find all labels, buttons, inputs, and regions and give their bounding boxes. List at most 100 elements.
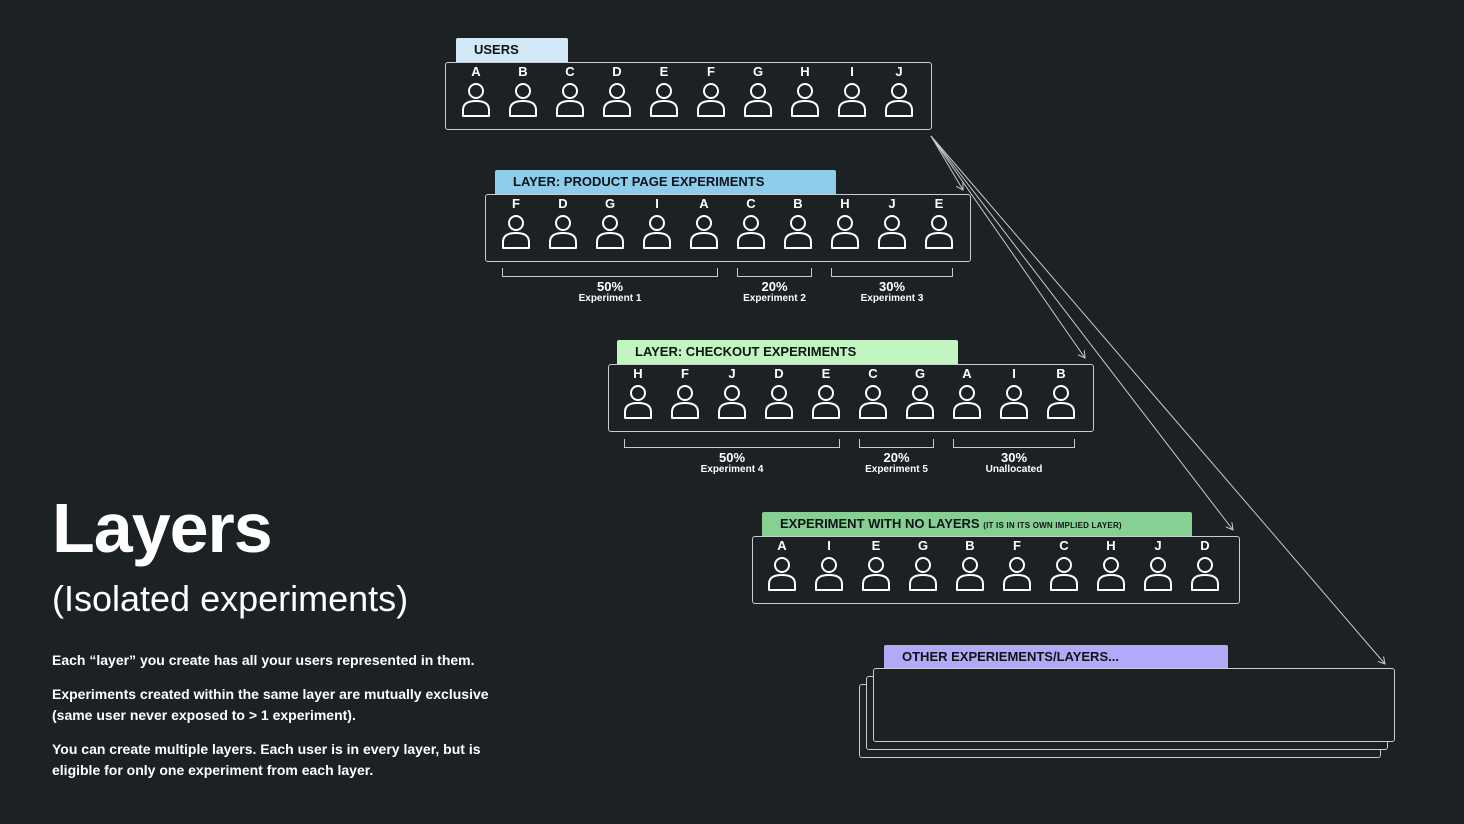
description-paragraph-2: Experiments created within the same laye… <box>52 686 489 723</box>
user-users-h: H <box>785 64 825 118</box>
group-bracket-product-1 <box>502 268 718 277</box>
user-letter: A <box>699 196 709 211</box>
person-icon <box>768 557 796 591</box>
person-icon <box>812 385 840 419</box>
user-product-b: B <box>778 196 818 250</box>
group-percent: 30% <box>878 279 906 294</box>
user-users-b: B <box>503 64 543 118</box>
checkout-layer-tab: LAYER: CHECKOUT EXPERIMENTS <box>617 340 958 364</box>
user-users-i: I <box>832 64 872 118</box>
user-letter: H <box>633 366 643 381</box>
no-layer-tab-note: (IT IS IN ITS OWN IMPLIED LAYER) <box>983 521 1122 530</box>
user-letter: B <box>965 538 975 553</box>
user-letter: E <box>821 366 831 381</box>
user-letter: J <box>888 196 896 211</box>
user-letter: E <box>659 64 669 79</box>
user-letter: D <box>558 196 568 211</box>
page-title: Layers <box>52 489 273 567</box>
description-paragraph-3: You can create multiple layers. Each use… <box>52 741 481 778</box>
person-icon <box>596 215 624 249</box>
user-users-j: J <box>879 64 919 118</box>
person-icon <box>744 83 772 117</box>
person-icon <box>1047 385 1075 419</box>
user-letter: I <box>655 196 659 211</box>
person-icon <box>791 83 819 117</box>
group-label-checkout-2: 20%Experiment 5 <box>839 451 954 475</box>
person-icon <box>1003 557 1031 591</box>
product-layer-row <box>485 194 971 262</box>
user-letter: J <box>895 64 903 79</box>
person-icon <box>603 83 631 117</box>
arrow-to-no-layer <box>930 135 1233 530</box>
user-letter: C <box>1059 538 1069 553</box>
user-checkout-f: F <box>665 366 705 420</box>
group-bracket-product-2 <box>737 268 812 277</box>
group-name: Experiment 2 <box>743 292 806 304</box>
user-product-j: J <box>872 196 912 250</box>
person-icon <box>925 215 953 249</box>
users-row <box>445 62 932 130</box>
user-letter: H <box>1106 538 1116 553</box>
user-letter: A <box>962 366 972 381</box>
arrow-to-other-layers <box>930 135 1385 664</box>
group-label-product-1: 50%Experiment 1 <box>482 280 738 304</box>
user-letter: D <box>1200 538 1210 553</box>
person-icon <box>909 557 937 591</box>
user-letter: A <box>777 538 787 553</box>
person-icon <box>697 83 725 117</box>
user-letter: I <box>850 64 854 79</box>
person-icon <box>502 215 530 249</box>
product-layer-tab: LAYER: PRODUCT PAGE EXPERIMENTS <box>495 170 836 194</box>
person-icon <box>549 215 577 249</box>
other-layers-tab: OTHER EXPERIEMENTS/LAYERS... <box>884 645 1228 669</box>
group-name: Experiment 3 <box>860 292 924 304</box>
user-letter: G <box>604 196 616 211</box>
person-icon <box>1191 557 1219 591</box>
person-icon <box>859 385 887 419</box>
user-users-e: E <box>644 64 684 118</box>
user-checkout-h: H <box>618 366 658 420</box>
user-product-d: D <box>543 196 583 250</box>
user-letter: H <box>840 196 850 211</box>
group-name: Experiment 1 <box>578 292 642 304</box>
group-percent: 20% <box>761 279 788 294</box>
user-nolayer-d: D <box>1185 538 1225 592</box>
user-letter: C <box>868 366 878 381</box>
user-letter: G <box>917 538 929 553</box>
person-icon <box>953 385 981 419</box>
user-nolayer-f: F <box>997 538 1037 592</box>
group-percent: 50% <box>718 450 746 465</box>
group-percent: 20% <box>883 450 910 465</box>
user-letter: B <box>518 64 528 79</box>
user-users-a: A <box>456 64 496 118</box>
user-product-f: F <box>496 196 536 250</box>
group-bracket-checkout-2 <box>859 439 934 448</box>
user-users-d: D <box>597 64 637 118</box>
user-checkout-g: G <box>900 366 940 420</box>
user-checkout-d: D <box>759 366 799 420</box>
user-letter: C <box>565 64 575 79</box>
person-icon <box>815 557 843 591</box>
person-icon <box>878 215 906 249</box>
group-name: Unallocated <box>985 463 1043 475</box>
users-tab-label: USERS <box>474 42 519 57</box>
person-icon <box>718 385 746 419</box>
user-letter: D <box>612 64 622 79</box>
user-nolayer-a: A <box>762 538 802 592</box>
user-letter: C <box>746 196 756 211</box>
user-letter: G <box>914 366 926 381</box>
page-subtitle: (Isolated experiments) <box>52 578 409 619</box>
user-nolayer-g: G <box>903 538 943 592</box>
group-name: Experiment 5 <box>865 463 928 475</box>
user-letter: I <box>827 538 831 553</box>
person-icon <box>624 385 652 419</box>
group-label-product-3: 30%Experiment 3 <box>811 280 973 304</box>
group-name: Experiment 4 <box>700 463 764 475</box>
user-product-h: H <box>825 196 865 250</box>
user-letter: F <box>681 366 689 381</box>
person-icon <box>784 215 812 249</box>
person-icon <box>885 83 913 117</box>
person-icon <box>462 83 490 117</box>
user-letter: E <box>871 538 881 553</box>
